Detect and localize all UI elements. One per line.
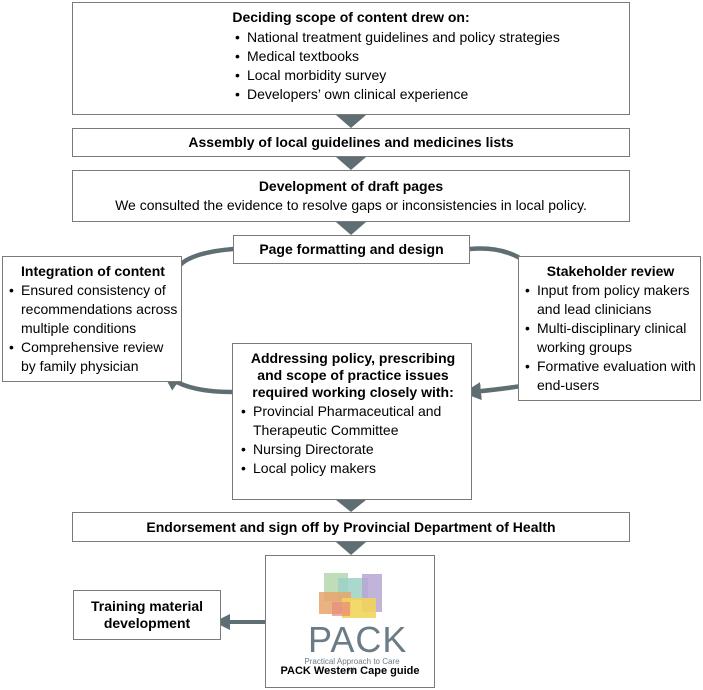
list-item: Ensured consistency of recommendations a… (7, 281, 179, 338)
down-arrow-3 (336, 222, 366, 235)
integration-list: Ensured consistency of recommendations a… (7, 281, 179, 376)
list-item: Local policy makers (239, 459, 467, 478)
stakeholder-box: Stakeholder review Input from policy mak… (518, 256, 701, 401)
list-item: Input from policy makers and lead clinic… (523, 281, 698, 319)
assembly-title: Assembly of local guidelines and medicin… (188, 134, 514, 150)
scope-title: Deciding scope of content drew on: (232, 9, 470, 25)
pack-logo-subtitle: Practical Approach to Care Kit (304, 657, 400, 675)
list-item: Formative evaluation with end-users (523, 357, 698, 395)
down-arrow-4 (336, 500, 366, 512)
integration-box: Integration of content Ensured consisten… (2, 256, 182, 382)
list-item: Medical textbooks (233, 47, 629, 66)
stakeholder-list: Input from policy makers and lead clinic… (523, 281, 698, 395)
down-arrow-5 (336, 542, 366, 555)
down-arrow-2 (336, 157, 366, 170)
formatting-box: Page formatting and design (233, 235, 470, 264)
list-item: Nursing Directorate (239, 440, 467, 459)
list-item: Multi-disciplinary clinical working grou… (523, 319, 698, 357)
scope-box: Deciding scope of content drew on: Natio… (72, 2, 630, 115)
stakeholder-title: Stakeholder review (546, 263, 675, 279)
list-item: Comprehensive review by family physician (7, 338, 179, 376)
draft-box: Development of draft pages We consulted … (72, 170, 630, 222)
endorsement-box: Endorsement and sign off by Provincial D… (72, 512, 630, 542)
integration-title: Integration of content (21, 263, 165, 279)
pack-logo: PACK Practical Approach to Care Kit (302, 570, 408, 675)
training-box: Training material development (73, 590, 221, 640)
pack-logo-squares (319, 573, 382, 618)
policy-title: Addressing policy, prescribing and scope… (250, 350, 456, 400)
draft-title: Development of draft pages (258, 178, 444, 194)
guide-box: PACK Practical Approach to Care Kit PACK… (265, 555, 435, 688)
list-item: Local morbidity survey (233, 66, 629, 85)
list-item: National treatment guidelines and policy… (233, 28, 629, 47)
down-arrow-1 (336, 115, 366, 128)
scope-list: National treatment guidelines and policy… (233, 28, 629, 104)
guide-caption: PACK Western Cape guide (280, 665, 420, 677)
draft-text: We consulted the evidence to resolve gap… (115, 197, 587, 213)
training-title: Training material development (90, 598, 204, 631)
list-item: Provincial Pharmaceutical and Therapeuti… (239, 402, 467, 440)
pack-logo-word: PACK (308, 619, 408, 660)
policy-box: Addressing policy, prescribing and scope… (232, 343, 472, 500)
formatting-title: Page formatting and design (259, 241, 444, 257)
endorsement-title: Endorsement and sign off by Provincial D… (146, 519, 556, 535)
list-item: Developers’ own clinical experience (233, 85, 629, 104)
assembly-box: Assembly of local guidelines and medicin… (72, 128, 630, 157)
policy-list: Provincial Pharmaceutical and Therapeuti… (239, 402, 467, 478)
